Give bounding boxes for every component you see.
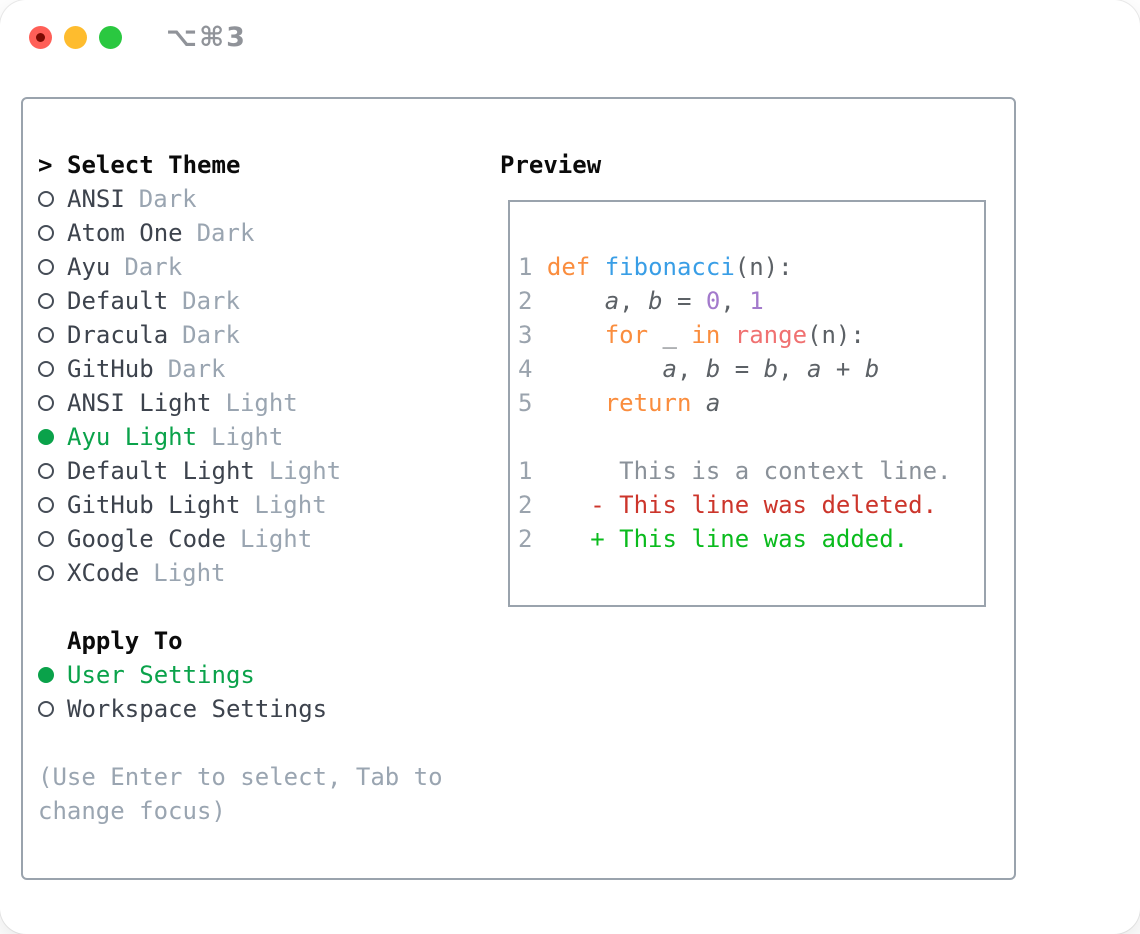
theme-variant-tag: Dark	[182, 287, 240, 315]
apply-option[interactable]: User Settings	[38, 658, 443, 692]
theme-option-label: ANSI	[67, 185, 125, 213]
theme-variant-tag: Dark	[124, 253, 183, 281]
theme-option-label: Default	[67, 287, 169, 315]
theme-option-label: Ayu	[67, 253, 111, 281]
theme-variant-tag: Dark	[167, 355, 226, 383]
theme-option[interactable]: Default Light Light	[38, 454, 443, 488]
theme-option[interactable]: Dracula Dark	[38, 318, 443, 352]
code-line: 1 def fibonacci(n):	[518, 253, 793, 281]
code-line: 2 a, b = 0, 1	[518, 287, 764, 315]
window-title-shortcut: ⌥⌘3	[166, 22, 247, 53]
apply-to-header: Apply To	[38, 624, 443, 658]
theme-variant-tag: Dark	[182, 321, 240, 349]
theme-variant-tag: Light	[239, 525, 313, 553]
radio-icon	[38, 701, 54, 717]
code-line: 3 for _ in range(n):	[518, 321, 865, 349]
theme-option-label: XCode	[67, 559, 140, 587]
apply-option-label: Workspace Settings	[67, 695, 328, 723]
code-preview: 1 def fibonacci(n): 2 a, b = 0, 1 3 for _ …	[518, 250, 952, 556]
theme-option-label: ANSI Light	[67, 389, 212, 417]
radio-selected-icon	[38, 429, 54, 445]
select-theme-header: > Select Theme	[38, 148, 443, 182]
radio-icon	[38, 191, 54, 207]
radio-icon	[38, 293, 54, 309]
close-dot-icon	[36, 33, 45, 42]
theme-option[interactable]: XCode Light	[38, 556, 443, 590]
theme-option-label: Google Code	[67, 525, 226, 553]
theme-variant-tag: Light	[153, 559, 226, 587]
theme-option[interactable]: Ayu Light Light	[38, 420, 443, 454]
theme-option-label: GitHub Light	[67, 491, 241, 519]
radio-icon	[38, 463, 54, 479]
select-theme-label: Select Theme	[67, 151, 241, 179]
theme-variant-tag: Light	[254, 491, 327, 519]
radio-icon	[38, 565, 54, 581]
code-line: 2 + This line was added.	[518, 525, 909, 553]
code-line: 1 This is a context line.	[518, 457, 952, 485]
theme-option[interactable]: Default Dark	[38, 284, 443, 318]
zoom-button[interactable]	[99, 26, 122, 49]
theme-variant-tag: Light	[268, 457, 342, 485]
code-line	[518, 420, 952, 454]
theme-option[interactable]: ANSI Dark	[38, 182, 443, 216]
code-line: 5 return a	[518, 389, 721, 417]
theme-option-label: Default Light	[67, 457, 255, 485]
close-button[interactable]	[29, 26, 52, 49]
theme-option-label: GitHub	[67, 355, 154, 383]
minimize-button[interactable]	[64, 26, 87, 49]
theme-option[interactable]: Ayu Dark	[38, 250, 443, 284]
preview-box: 1 def fibonacci(n): 2 a, b = 0, 1 3 for _ …	[508, 200, 986, 607]
theme-option[interactable]: GitHub Dark	[38, 352, 443, 386]
theme-option-label: Atom One	[67, 219, 183, 247]
apply-option[interactable]: Workspace Settings	[38, 692, 443, 726]
theme-option-label: Dracula	[67, 321, 169, 349]
theme-option[interactable]: Atom One Dark	[38, 216, 443, 250]
radio-icon	[38, 531, 54, 547]
theme-option-label: Ayu Light	[67, 423, 198, 451]
radio-icon	[38, 497, 54, 513]
titlebar[interactable]: ⌥⌘3	[0, 0, 1140, 74]
code-line: 2 - This line was deleted.	[518, 491, 938, 519]
radio-icon	[38, 361, 54, 377]
radio-icon	[38, 225, 54, 241]
theme-option[interactable]: GitHub Light Light	[38, 488, 443, 522]
pointer-icon: >	[38, 151, 53, 179]
apply-option-label: User Settings	[67, 661, 255, 689]
radio-icon	[38, 327, 54, 343]
code-line: 4 a, b = b, a + b	[518, 355, 880, 383]
radio-icon	[38, 395, 54, 411]
apply-to-label: Apply To	[67, 627, 183, 655]
radio-selected-icon	[38, 667, 54, 683]
theme-option[interactable]: ANSI Light Light	[38, 386, 443, 420]
theme-variant-tag: Light	[225, 389, 298, 417]
radio-icon	[38, 259, 54, 275]
theme-variant-tag: Dark	[196, 219, 255, 247]
theme-variant-tag: Dark	[138, 185, 197, 213]
preview-label: Preview	[500, 151, 602, 179]
theme-variant-tag: Light	[211, 423, 284, 451]
theme-option[interactable]: Google Code Light	[38, 522, 443, 556]
